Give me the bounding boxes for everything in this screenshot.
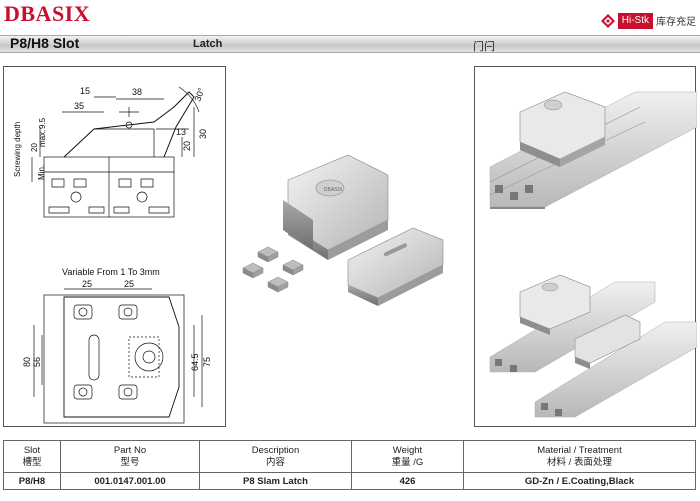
variable-note: Variable From 1 To 3mm bbox=[62, 267, 160, 277]
cell-material: GD-Zn / E.Coating,Black bbox=[463, 472, 696, 490]
product-render: DBASIX bbox=[242, 154, 444, 306]
dim-20b: 20 bbox=[182, 141, 192, 151]
dim-38: 38 bbox=[132, 87, 142, 97]
dim-56: 56 bbox=[32, 357, 42, 367]
brand-logo: DBASIX bbox=[4, 1, 91, 26]
dim-13: 13 bbox=[176, 127, 186, 137]
cell-weight: 426 bbox=[351, 472, 464, 490]
dim-64-5: 64.5 bbox=[190, 353, 200, 371]
dim-75: 75 bbox=[202, 357, 212, 367]
technical-drawing-panel: 15 38 35 30° 13 30 20 9.5 max. 20 Screwi… bbox=[3, 66, 226, 427]
product-name-cn: 门闩 bbox=[473, 41, 495, 53]
technical-drawing: 15 38 35 30° 13 30 20 9.5 max. 20 Screwi… bbox=[13, 86, 212, 424]
stock-tag: Hi-Stk bbox=[617, 12, 653, 29]
dim-20: 20 bbox=[30, 143, 39, 152]
dim-35: 35 bbox=[74, 101, 84, 111]
label-max: max. bbox=[38, 130, 47, 147]
application-render bbox=[489, 91, 698, 418]
table-row: P8/H8 001.0147.001.00 P8 Slam Latch 426 … bbox=[3, 472, 696, 490]
product-code: P8/H8 bbox=[10, 35, 49, 51]
dim-25b: 25 bbox=[124, 279, 134, 289]
dim-25a: 25 bbox=[82, 279, 92, 289]
cell-part-no: 001.0147.001.00 bbox=[60, 472, 200, 490]
stock-cn: 库存充足 bbox=[656, 17, 696, 28]
product-slot: Slot bbox=[52, 35, 80, 51]
gem-icon bbox=[600, 13, 615, 28]
application-photos-panel bbox=[474, 66, 698, 427]
title-bar: P8/H8 Slot Latch 门闩 bbox=[0, 35, 700, 53]
dim-9-5: 9.5 bbox=[38, 117, 47, 129]
dim-15: 15 bbox=[80, 86, 90, 96]
dim-80: 80 bbox=[22, 357, 32, 367]
stock-badge: Hi-Stk 库存充足 bbox=[600, 12, 696, 29]
label-screwing: Screwing depth bbox=[13, 122, 22, 177]
product-name: Latch bbox=[193, 38, 223, 50]
product-title: P8/H8 Slot bbox=[10, 35, 79, 51]
cell-description: P8 Slam Latch bbox=[199, 472, 352, 490]
cell-slot: P8/H8 bbox=[3, 472, 61, 490]
label-min: Min. bbox=[37, 165, 46, 180]
latch-logo: DBASIX bbox=[324, 187, 343, 193]
angle-30: 30° bbox=[192, 86, 206, 103]
dim-30: 30 bbox=[198, 129, 208, 139]
